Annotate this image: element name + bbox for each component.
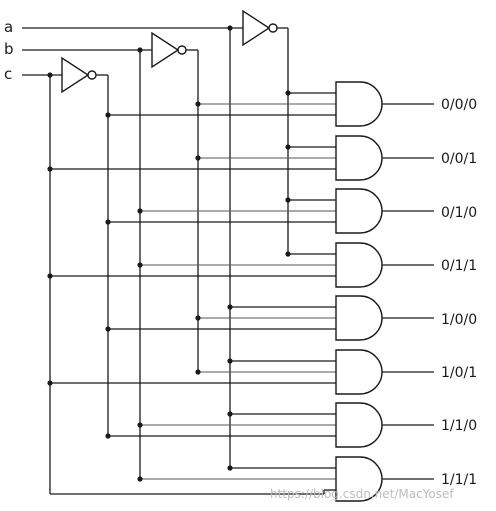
output-label-100: 1/0/0: [441, 312, 477, 328]
and-gate-2: [335, 188, 383, 234]
junction-g2-in0: [285, 197, 291, 203]
junction-g1-in0: [285, 144, 291, 150]
and-gate-5: [335, 349, 383, 395]
junction-g2-in2: [105, 219, 111, 225]
not-gate-a-bubble: [268, 23, 278, 33]
junction-g3-in2: [47, 273, 53, 279]
not-gate-b-bubble: [177, 45, 187, 55]
input-label-b: b: [4, 40, 14, 58]
watermark-text: https://blog.csdn.net/MacYosef: [270, 487, 454, 501]
junction-g3-in0: [285, 251, 291, 257]
junction-g3-in1: [137, 262, 143, 268]
wires-layer: [22, 27, 434, 495]
output-label-110: 1/1/0: [441, 418, 477, 434]
junction-g6-in2: [105, 433, 111, 439]
junction-g4-in0: [227, 304, 233, 310]
junction-g7-in0: [227, 465, 233, 471]
output-label-001: 0/0/1: [441, 151, 477, 167]
not-gate-c-body: [61, 56, 90, 94]
junction-a: [227, 25, 233, 31]
not-gate-c-bubble: [87, 70, 97, 80]
junction-g0-in0: [285, 90, 291, 96]
junction-g0-in2: [105, 112, 111, 118]
and-gate-6: [335, 402, 383, 448]
input-label-c: c: [4, 65, 12, 83]
output-label-111: 1/1/1: [441, 472, 477, 488]
input-label-a: a: [4, 18, 13, 36]
junction-g5-in1: [195, 369, 201, 375]
and-gate-1: [335, 135, 383, 181]
junction-g6-in0: [227, 411, 233, 417]
junction-g0-in1: [195, 101, 201, 107]
and-gate-0: [335, 81, 383, 127]
junction-g5-in2: [47, 380, 53, 386]
output-label-011: 0/1/1: [441, 258, 477, 274]
gates-layer: [61, 9, 383, 502]
junction-g4-in2: [105, 326, 111, 332]
junction-g1-in1: [195, 155, 201, 161]
output-label-000: 0/0/0: [441, 97, 477, 113]
and-gate-7: [335, 456, 383, 502]
and-gate-3: [335, 242, 383, 288]
not-gate-b-body: [151, 31, 180, 69]
junction-c: [47, 72, 53, 78]
junction-g6-in1: [137, 422, 143, 428]
junction-g4-in1: [195, 315, 201, 321]
output-label-010: 0/1/0: [441, 205, 477, 221]
not-gate-a-body: [242, 9, 271, 47]
output-label-101: 1/0/1: [441, 365, 477, 381]
junction-g1-in2: [47, 166, 53, 172]
junction-g7-in1: [137, 476, 143, 482]
junction-g5-in0: [227, 358, 233, 364]
junctions-layer: [47, 25, 291, 482]
junction-g2-in1: [137, 208, 143, 214]
junction-b: [137, 47, 143, 53]
and-gate-4: [335, 295, 383, 341]
